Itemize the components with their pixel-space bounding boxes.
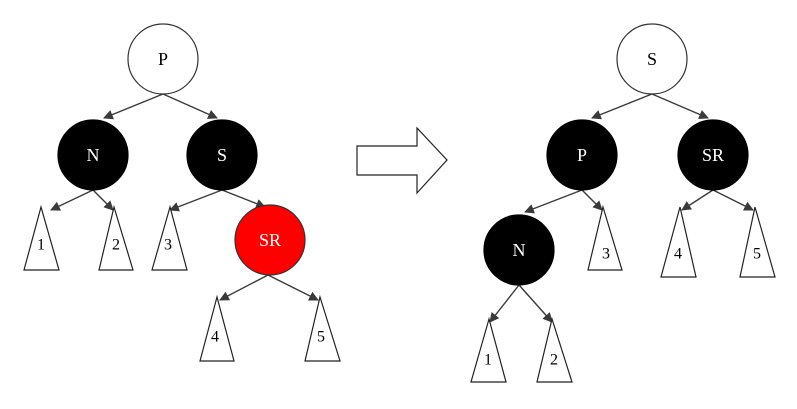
edge-n-t1 (50, 189, 94, 211)
after-subtree-5-label: 5 (753, 246, 761, 263)
before-node-p-label: P (158, 49, 168, 69)
edge-s-p (591, 93, 653, 120)
before-subtree-5-label: 5 (317, 329, 325, 346)
after-node-p-label: P (577, 145, 587, 165)
edge-n-t2 (518, 284, 553, 323)
after-node-n-label: N (513, 240, 526, 260)
edge-p-n (103, 93, 164, 120)
after-node-p: P (546, 119, 618, 191)
after-subtree-4-label: 4 (674, 246, 682, 263)
edge-sr-t5 (712, 189, 754, 211)
after-tree: S P SR N 3 4 5 1 (470, 23, 776, 383)
after-subtree-3: 3 (587, 204, 623, 271)
after-node-sr: SR (677, 119, 749, 191)
before-subtree-1: 1 (23, 204, 60, 271)
before-node-p: P (127, 23, 199, 95)
edge-s-t3 (169, 189, 223, 212)
before-edges (50, 93, 319, 301)
before-subtree-5: 5 (304, 294, 341, 362)
after-node-n: N (483, 214, 555, 286)
after-subtree-5: 5 (739, 206, 776, 278)
after-subtree-1: 1 (470, 316, 507, 383)
before-subtree-1-label: 1 (37, 237, 45, 254)
before-node-s: S (186, 119, 258, 191)
after-subtree-2-label: 2 (550, 352, 558, 369)
transform-arrow-icon (356, 126, 448, 195)
after-subtree-3-label: 3 (602, 246, 610, 263)
edge-s-sr (651, 93, 709, 120)
after-subtree-2: 2 (536, 316, 573, 383)
edge-p-n (524, 189, 583, 214)
before-subtree-2: 2 (98, 204, 134, 271)
edge-p-s (162, 93, 218, 119)
before-node-sr: SR (234, 204, 306, 276)
after-node-sr-label: SR (702, 145, 724, 165)
after-subtree-4: 4 (660, 206, 697, 278)
after-node-s: S (616, 23, 688, 95)
before-subtree-4-label: 4 (211, 329, 219, 346)
edge-n-t1 (489, 284, 520, 323)
before-subtree-4: 4 (199, 294, 235, 362)
after-subtree-1-label: 1 (484, 352, 492, 369)
edge-p-t3 (581, 189, 603, 211)
before-subtree-3: 3 (151, 204, 188, 271)
before-node-n: N (57, 119, 129, 191)
edge-sr-t5 (267, 274, 319, 301)
before-subtree-2-label: 2 (112, 237, 120, 254)
edge-n-t2 (92, 189, 114, 211)
edge-s-sr (221, 189, 266, 209)
after-edges (489, 93, 754, 323)
before-subtree-3-label: 3 (164, 237, 172, 254)
edge-sr-t4 (681, 189, 714, 211)
before-node-sr-label: SR (259, 230, 281, 250)
after-node-s-label: S (647, 49, 657, 69)
before-node-n-label: N (87, 145, 100, 165)
edge-sr-t4 (219, 274, 269, 301)
before-tree: P N S SR 1 2 3 4 (23, 23, 341, 362)
before-node-s-label: S (217, 145, 227, 165)
